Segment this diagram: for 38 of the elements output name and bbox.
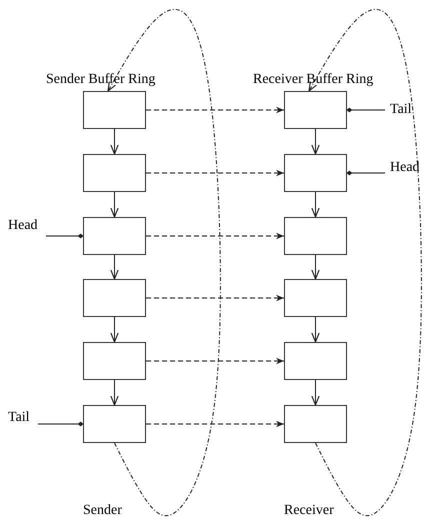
arrow: [146, 294, 284, 302]
arrow: [146, 358, 284, 364]
arrow: [311, 192, 320, 218]
arrow: [110, 192, 119, 218]
pointer-label: Tail: [8, 410, 30, 426]
arrow: [110, 380, 119, 406]
buffer-slot: [284, 217, 347, 255]
buffer-slot: [284, 279, 347, 317]
buffer-slot: [284, 91, 347, 129]
ring-loop-arrow: [308, 8, 422, 516]
ring-title: Sender Buffer Ring: [46, 72, 156, 88]
ring-loop-arrow: [107, 8, 221, 516]
pointer-label: Tail: [390, 102, 412, 118]
arrow: [311, 380, 320, 406]
arrow: [146, 106, 284, 114]
arrow: [146, 232, 284, 240]
buffer-slot: [83, 217, 146, 255]
arrow: [110, 128, 119, 155]
buffer-slot: [83, 279, 146, 317]
arrow: [311, 316, 320, 343]
buffer-slot: [284, 154, 347, 192]
buffer-slot: [83, 405, 146, 443]
arrow: [311, 128, 320, 155]
buffer-slot: [284, 405, 347, 443]
arrow: [146, 170, 284, 176]
arrow: [110, 254, 119, 280]
arrow: [311, 254, 320, 280]
buffer-slot: [83, 154, 146, 192]
pointer-label: Head: [8, 218, 38, 234]
buffer-slot: [83, 91, 146, 129]
buffer-slot: [83, 342, 146, 380]
ring-caption: Sender: [83, 503, 122, 519]
arrow: [110, 316, 119, 343]
ring-title: Receiver Buffer Ring: [253, 72, 374, 88]
arrow: [146, 420, 284, 428]
buffer-slot: [284, 342, 347, 380]
pointer-label: Head: [390, 160, 420, 176]
ring-caption: Receiver: [284, 503, 334, 519]
